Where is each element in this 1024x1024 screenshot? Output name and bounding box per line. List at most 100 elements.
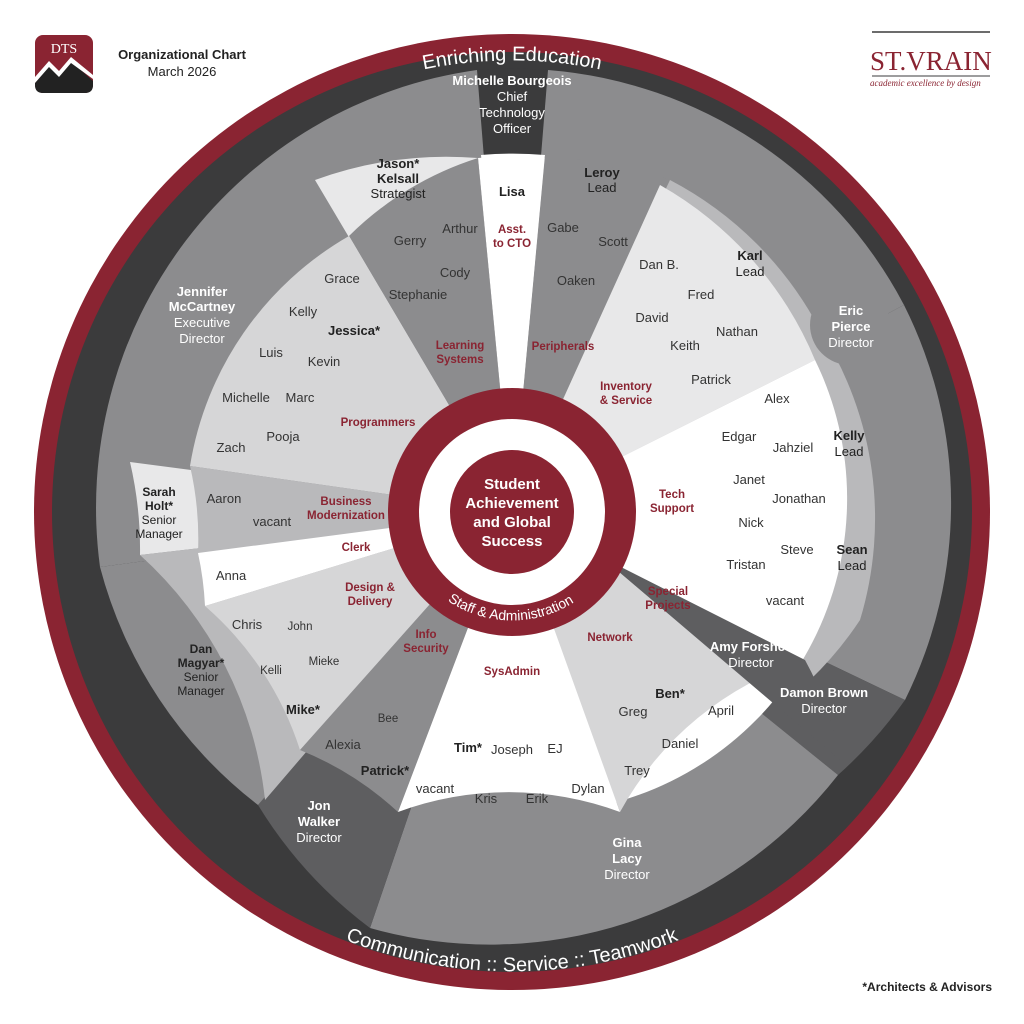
svg-text:Director: Director <box>296 830 342 845</box>
svg-text:Damon Brown: Damon Brown <box>780 685 868 700</box>
svg-text:Jason*: Jason* <box>377 156 421 171</box>
person-name: vacant <box>253 514 292 529</box>
dts-logo: DTS <box>35 35 93 93</box>
person-name: Scott <box>598 234 628 249</box>
person-name: Cody <box>440 265 471 280</box>
page-title: Organizational Chart <box>118 47 246 62</box>
team-label: Inventory& Service <box>600 381 653 407</box>
svg-text:Manager: Manager <box>135 527 182 541</box>
svg-text:Senior: Senior <box>184 670 219 684</box>
person-name: Zach <box>217 440 246 455</box>
person-name: Bee <box>378 713 398 725</box>
person-name: Alex <box>764 391 790 406</box>
person-name: Nathan <box>716 324 758 339</box>
center-core <box>450 450 574 574</box>
person-name: Janet <box>733 472 765 487</box>
person-name: Kelli <box>260 665 282 677</box>
svg-text:Kelsall: Kelsall <box>377 171 419 186</box>
person-name: Dylan <box>571 781 604 796</box>
person-name: John <box>288 621 313 633</box>
person-name: Aaron <box>207 491 242 506</box>
svg-text:Lead: Lead <box>736 264 765 279</box>
svg-text:Director: Director <box>728 655 774 670</box>
svg-text:Director: Director <box>828 335 874 350</box>
svg-text:Sarah: Sarah <box>142 485 175 499</box>
footnote: *Architects & Advisors <box>862 980 992 994</box>
eric-pierce-bubble <box>810 285 890 365</box>
person-name: Trey <box>624 763 650 778</box>
svg-text:Gina: Gina <box>613 835 643 850</box>
person-name: Fred <box>688 287 715 302</box>
svg-text:Dan: Dan <box>190 642 213 656</box>
svg-text:Walker: Walker <box>298 814 340 829</box>
leader-karl: Karl Lead <box>736 248 765 279</box>
svg-text:Strategist: Strategist <box>371 186 426 201</box>
svg-text:Student: Student <box>484 476 540 493</box>
district-logo <box>872 31 990 77</box>
leader-eric-pierce: Eric Pierce Director <box>828 303 874 350</box>
svg-text:Director: Director <box>179 331 225 346</box>
center-core-text: Student Achievement and Global Success <box>465 476 558 550</box>
person-name: Greg <box>619 704 648 719</box>
svg-text:Michelle Bourgeois: Michelle Bourgeois <box>452 73 571 88</box>
leader-damon-brown: Damon Brown Director <box>780 685 868 716</box>
person-name: Pooja <box>266 429 300 444</box>
person-name: Gerry <box>394 233 427 248</box>
person-name: Dan B. <box>639 257 679 272</box>
svg-text:Executive: Executive <box>174 315 230 330</box>
person-name: Tristan <box>726 557 765 572</box>
leader-sarah-holt: Sarah Holt* Senior Manager <box>135 485 182 541</box>
person-name: Luis <box>259 345 283 360</box>
svg-text:Kelly: Kelly <box>833 428 865 443</box>
person-name: Patrick <box>691 372 731 387</box>
leader-gina-lacy: Gina Lacy Director <box>604 835 650 882</box>
team-label: Clerk <box>342 542 371 554</box>
person-name: Ben* <box>655 686 686 701</box>
svg-text:Sean: Sean <box>836 542 867 557</box>
team-label: Peripherals <box>532 341 595 353</box>
team-label: SysAdmin <box>484 666 540 678</box>
svg-text:Pierce: Pierce <box>831 319 870 334</box>
team-label: Asst.to CTO <box>493 224 531 250</box>
leaders: Michelle Bourgeois Chief Technology Offi… <box>135 73 874 882</box>
leader-cto: Michelle Bourgeois Chief Technology Offi… <box>452 73 571 136</box>
svg-text:and Global: and Global <box>473 514 551 531</box>
person-name: EJ <box>547 741 562 756</box>
person-name: Anna <box>216 568 247 583</box>
person-name: Oaken <box>557 273 595 288</box>
person-name: Grace <box>324 271 359 286</box>
svg-text:ST.VRAIN: ST.VRAIN <box>870 46 992 76</box>
svg-text:Lead: Lead <box>838 558 867 573</box>
person-name: Jessica* <box>328 323 381 338</box>
svg-text:Manager: Manager <box>177 684 224 698</box>
svg-text:Officer: Officer <box>493 121 532 136</box>
person-name: Stephanie <box>389 287 448 302</box>
svg-text:DTS: DTS <box>51 42 77 57</box>
leader-dan-magyar: Dan Magyar* Senior Manager <box>177 642 224 698</box>
svg-text:Lead: Lead <box>835 444 864 459</box>
team-label: Programmers <box>341 417 416 429</box>
svg-text:academic excellence by design: academic excellence by design <box>870 78 981 88</box>
svg-text:Lacy: Lacy <box>612 851 642 866</box>
svg-text:Jon: Jon <box>307 798 330 813</box>
people: LisaGabeScottOakenArthurGerryCodyStephan… <box>207 184 826 806</box>
svg-text:Director: Director <box>604 867 650 882</box>
svg-text:Success: Success <box>482 533 543 550</box>
svg-text:Director: Director <box>801 701 847 716</box>
person-name: David <box>635 310 668 325</box>
svg-text:Eric: Eric <box>839 303 864 318</box>
leader-executive-director: Jennifer McCartney Executive Director <box>169 284 236 346</box>
person-name: Chris <box>232 617 263 632</box>
svg-text:Jennifer: Jennifer <box>177 284 228 299</box>
svg-text:Magyar*: Magyar* <box>178 656 225 670</box>
person-name: Steve <box>780 542 813 557</box>
person-name: Gabe <box>547 220 579 235</box>
person-name: Patrick* <box>361 763 410 778</box>
person-name: Alexia <box>325 737 361 752</box>
svg-text:McCartney: McCartney <box>169 299 236 314</box>
